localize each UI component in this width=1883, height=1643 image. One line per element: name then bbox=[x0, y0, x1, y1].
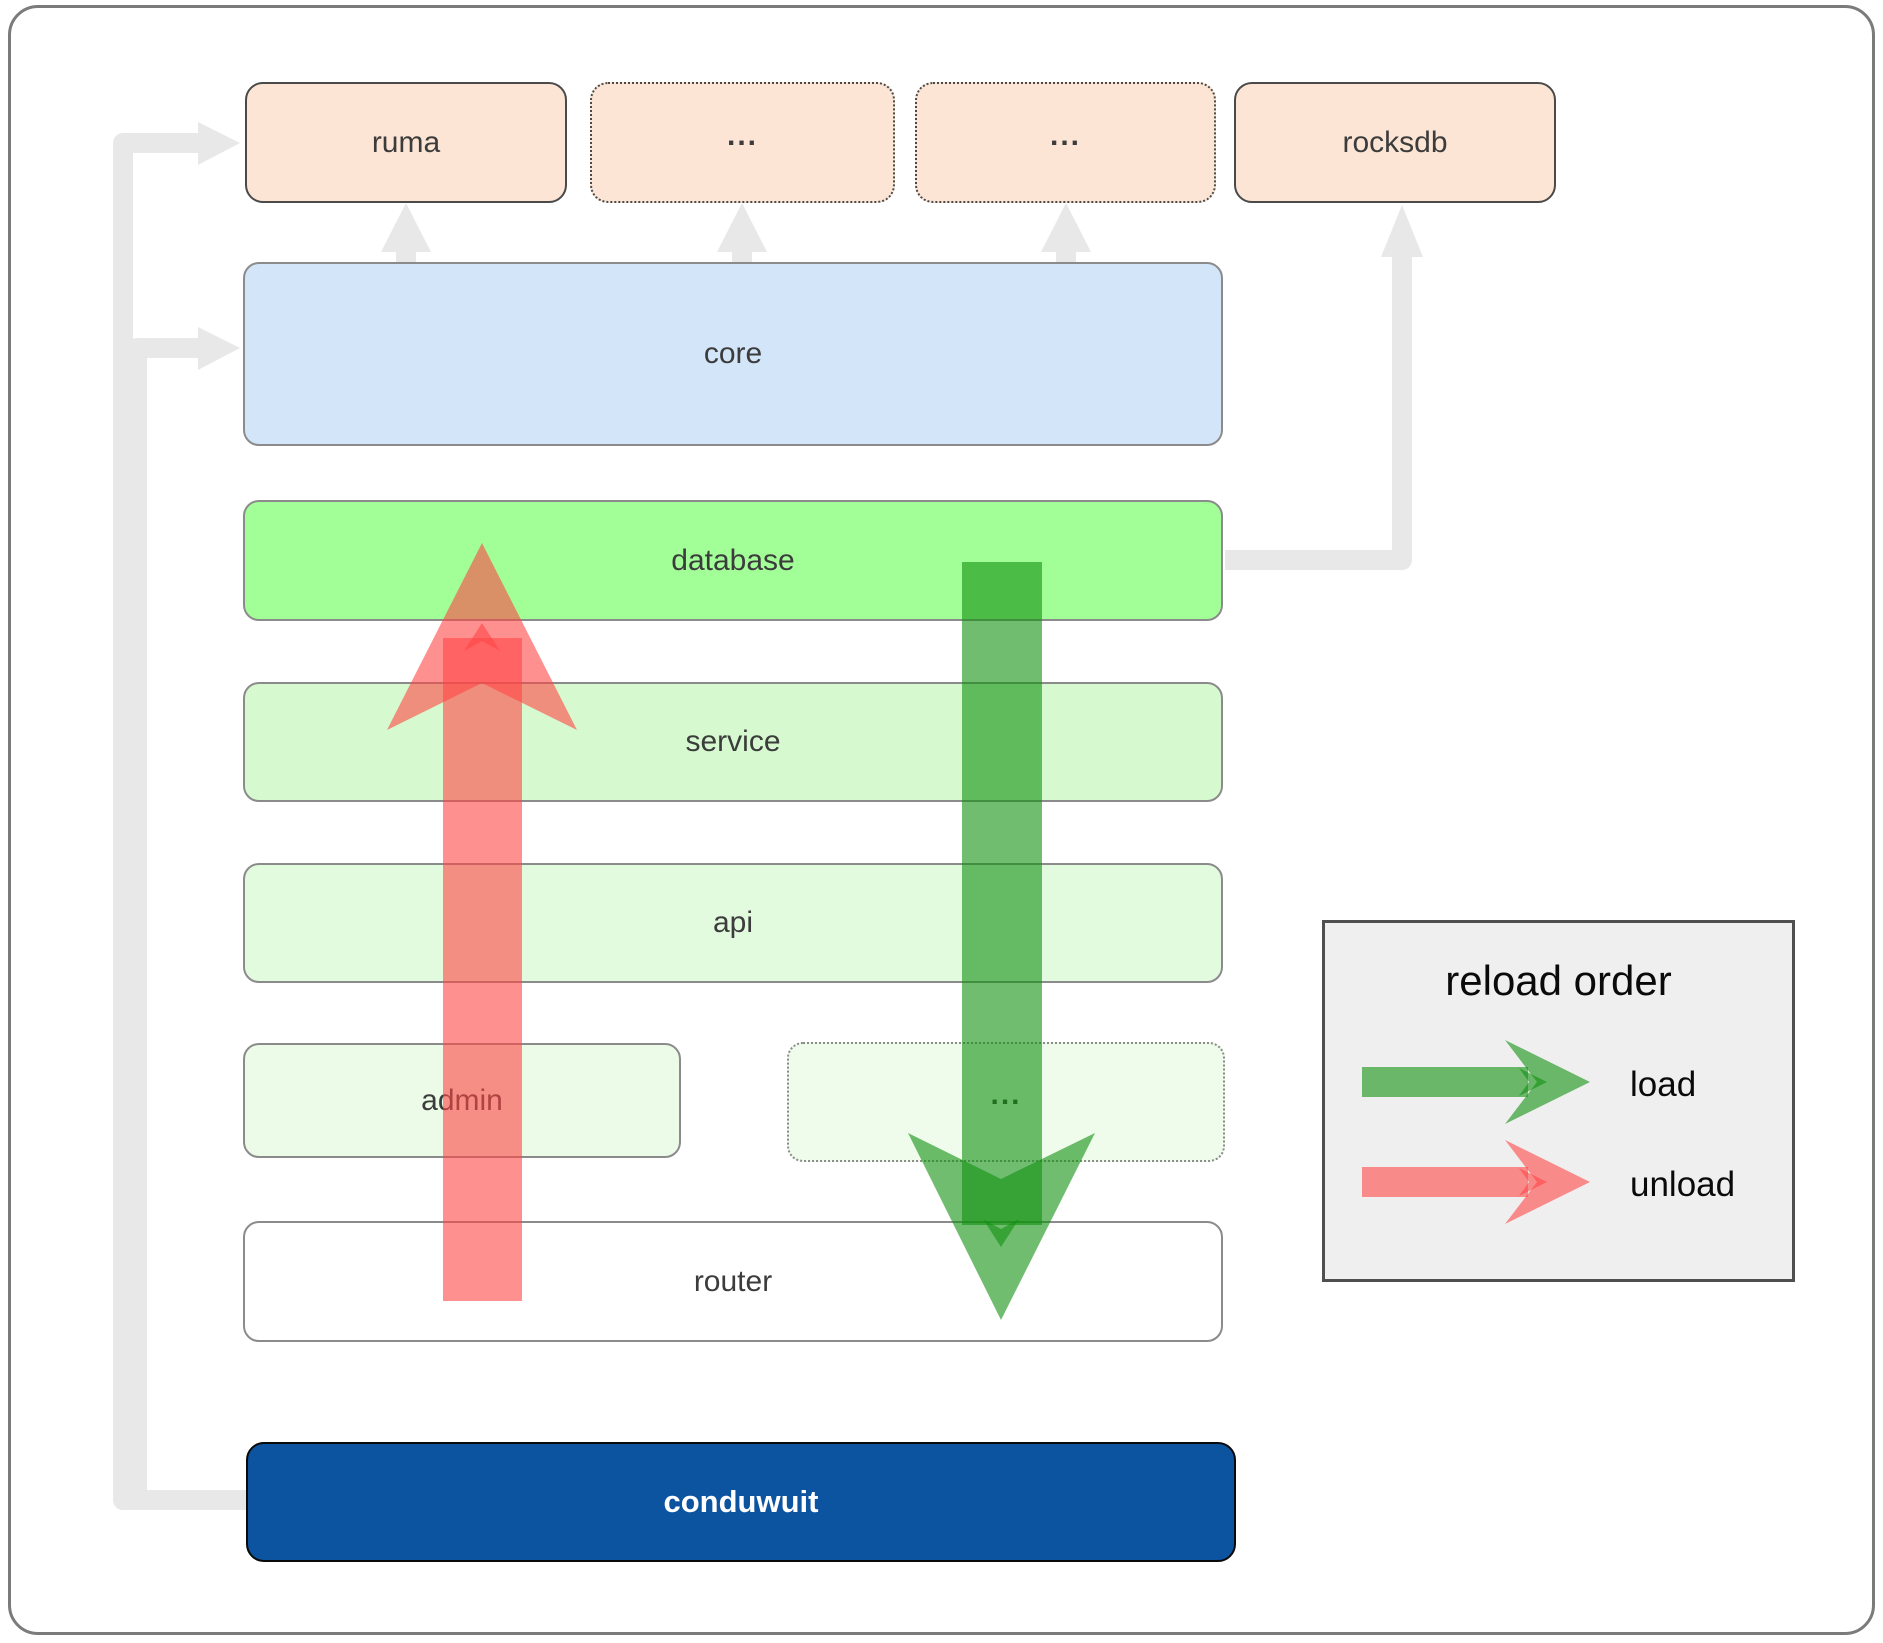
node-rocksdb-label: rocksdb bbox=[1342, 125, 1448, 159]
node-admin-label: admin bbox=[421, 1083, 503, 1117]
node-ellipsis-crate-2: ... bbox=[915, 82, 1216, 203]
node-conduwuit-label: conduwuit bbox=[663, 1484, 819, 1519]
node-ellipsis-crate-1-label: ... bbox=[726, 118, 758, 152]
node-service-label: service bbox=[685, 725, 781, 758]
node-core-label: core bbox=[703, 337, 763, 370]
node-ellipsis-service-module-label: ... bbox=[990, 1078, 1022, 1111]
node-database-label: database bbox=[671, 543, 795, 577]
node-ruma: ruma bbox=[245, 82, 567, 203]
node-api: api bbox=[243, 863, 1223, 983]
node-rocksdb: rocksdb bbox=[1234, 82, 1556, 203]
node-api-label: api bbox=[712, 906, 754, 939]
legend-title: reload order bbox=[1445, 957, 1672, 1004]
node-ellipsis-service-module: ... bbox=[787, 1042, 1225, 1162]
node-ellipsis-crate-2-label: ... bbox=[1049, 118, 1081, 152]
legend-unload-label: unload bbox=[1630, 1165, 1736, 1204]
legend-load-label: load bbox=[1630, 1065, 1697, 1104]
node-router: router bbox=[243, 1221, 1223, 1342]
legend: reload order load unload bbox=[1322, 920, 1795, 1282]
node-admin: admin bbox=[243, 1043, 681, 1158]
diagram-frame bbox=[8, 5, 1875, 1635]
node-ellipsis-crate-1: ... bbox=[590, 82, 895, 203]
node-service: service bbox=[243, 682, 1223, 802]
node-conduwuit: conduwuit bbox=[246, 1442, 1236, 1562]
node-database: database bbox=[243, 500, 1223, 621]
node-ruma-label: ruma bbox=[371, 125, 441, 159]
node-core: core bbox=[243, 262, 1223, 446]
node-router-label: router bbox=[693, 1264, 773, 1298]
